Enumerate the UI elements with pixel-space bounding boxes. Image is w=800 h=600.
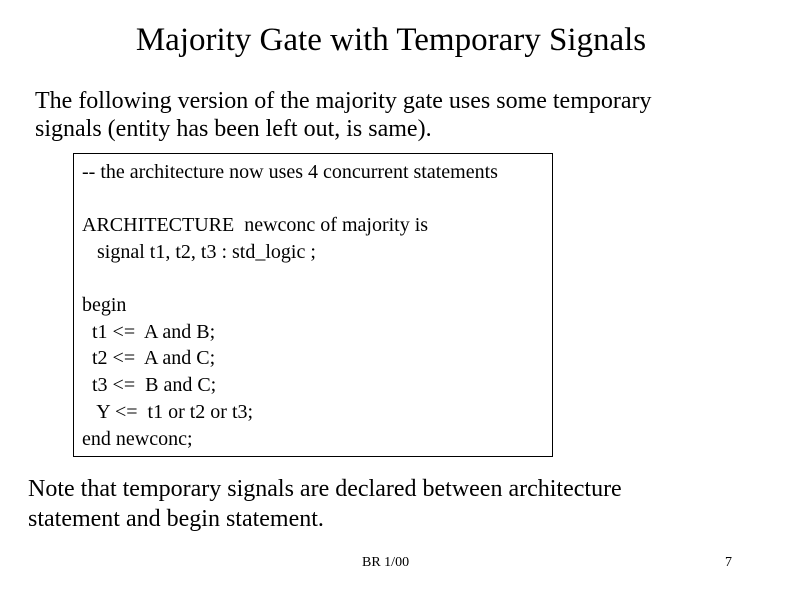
code-line: t3 <= B and C; bbox=[82, 374, 217, 396]
code-line: t1 <= A and B; bbox=[82, 321, 216, 343]
code-box: -- the architecture now uses 4 concurren… bbox=[73, 153, 553, 457]
note-line-2: statement and begin statement. bbox=[28, 506, 324, 532]
code-line: ARCHITECTURE newconc of majority is bbox=[82, 214, 429, 236]
code-line: Y <= t1 or t2 or t3; bbox=[82, 401, 254, 423]
note-line-1: Note that temporary signals are declared… bbox=[28, 476, 622, 502]
code-line: t2 <= A and C; bbox=[82, 347, 216, 369]
slide-title: Majority Gate with Temporary Signals bbox=[135, 22, 647, 58]
code-line: signal t1, t2, t3 : std_logic ; bbox=[82, 241, 316, 263]
intro-line-2: signals (entity has been left out, is sa… bbox=[35, 116, 432, 142]
footer-label: BR 1/00 bbox=[362, 555, 410, 570]
code-line: begin bbox=[82, 294, 127, 316]
intro-line-1: The following version of the majority ga… bbox=[35, 88, 652, 114]
code-line: -- the architecture now uses 4 concurren… bbox=[82, 161, 498, 183]
page-number: 7 bbox=[725, 555, 732, 570]
code-line: end newconc; bbox=[82, 428, 193, 450]
